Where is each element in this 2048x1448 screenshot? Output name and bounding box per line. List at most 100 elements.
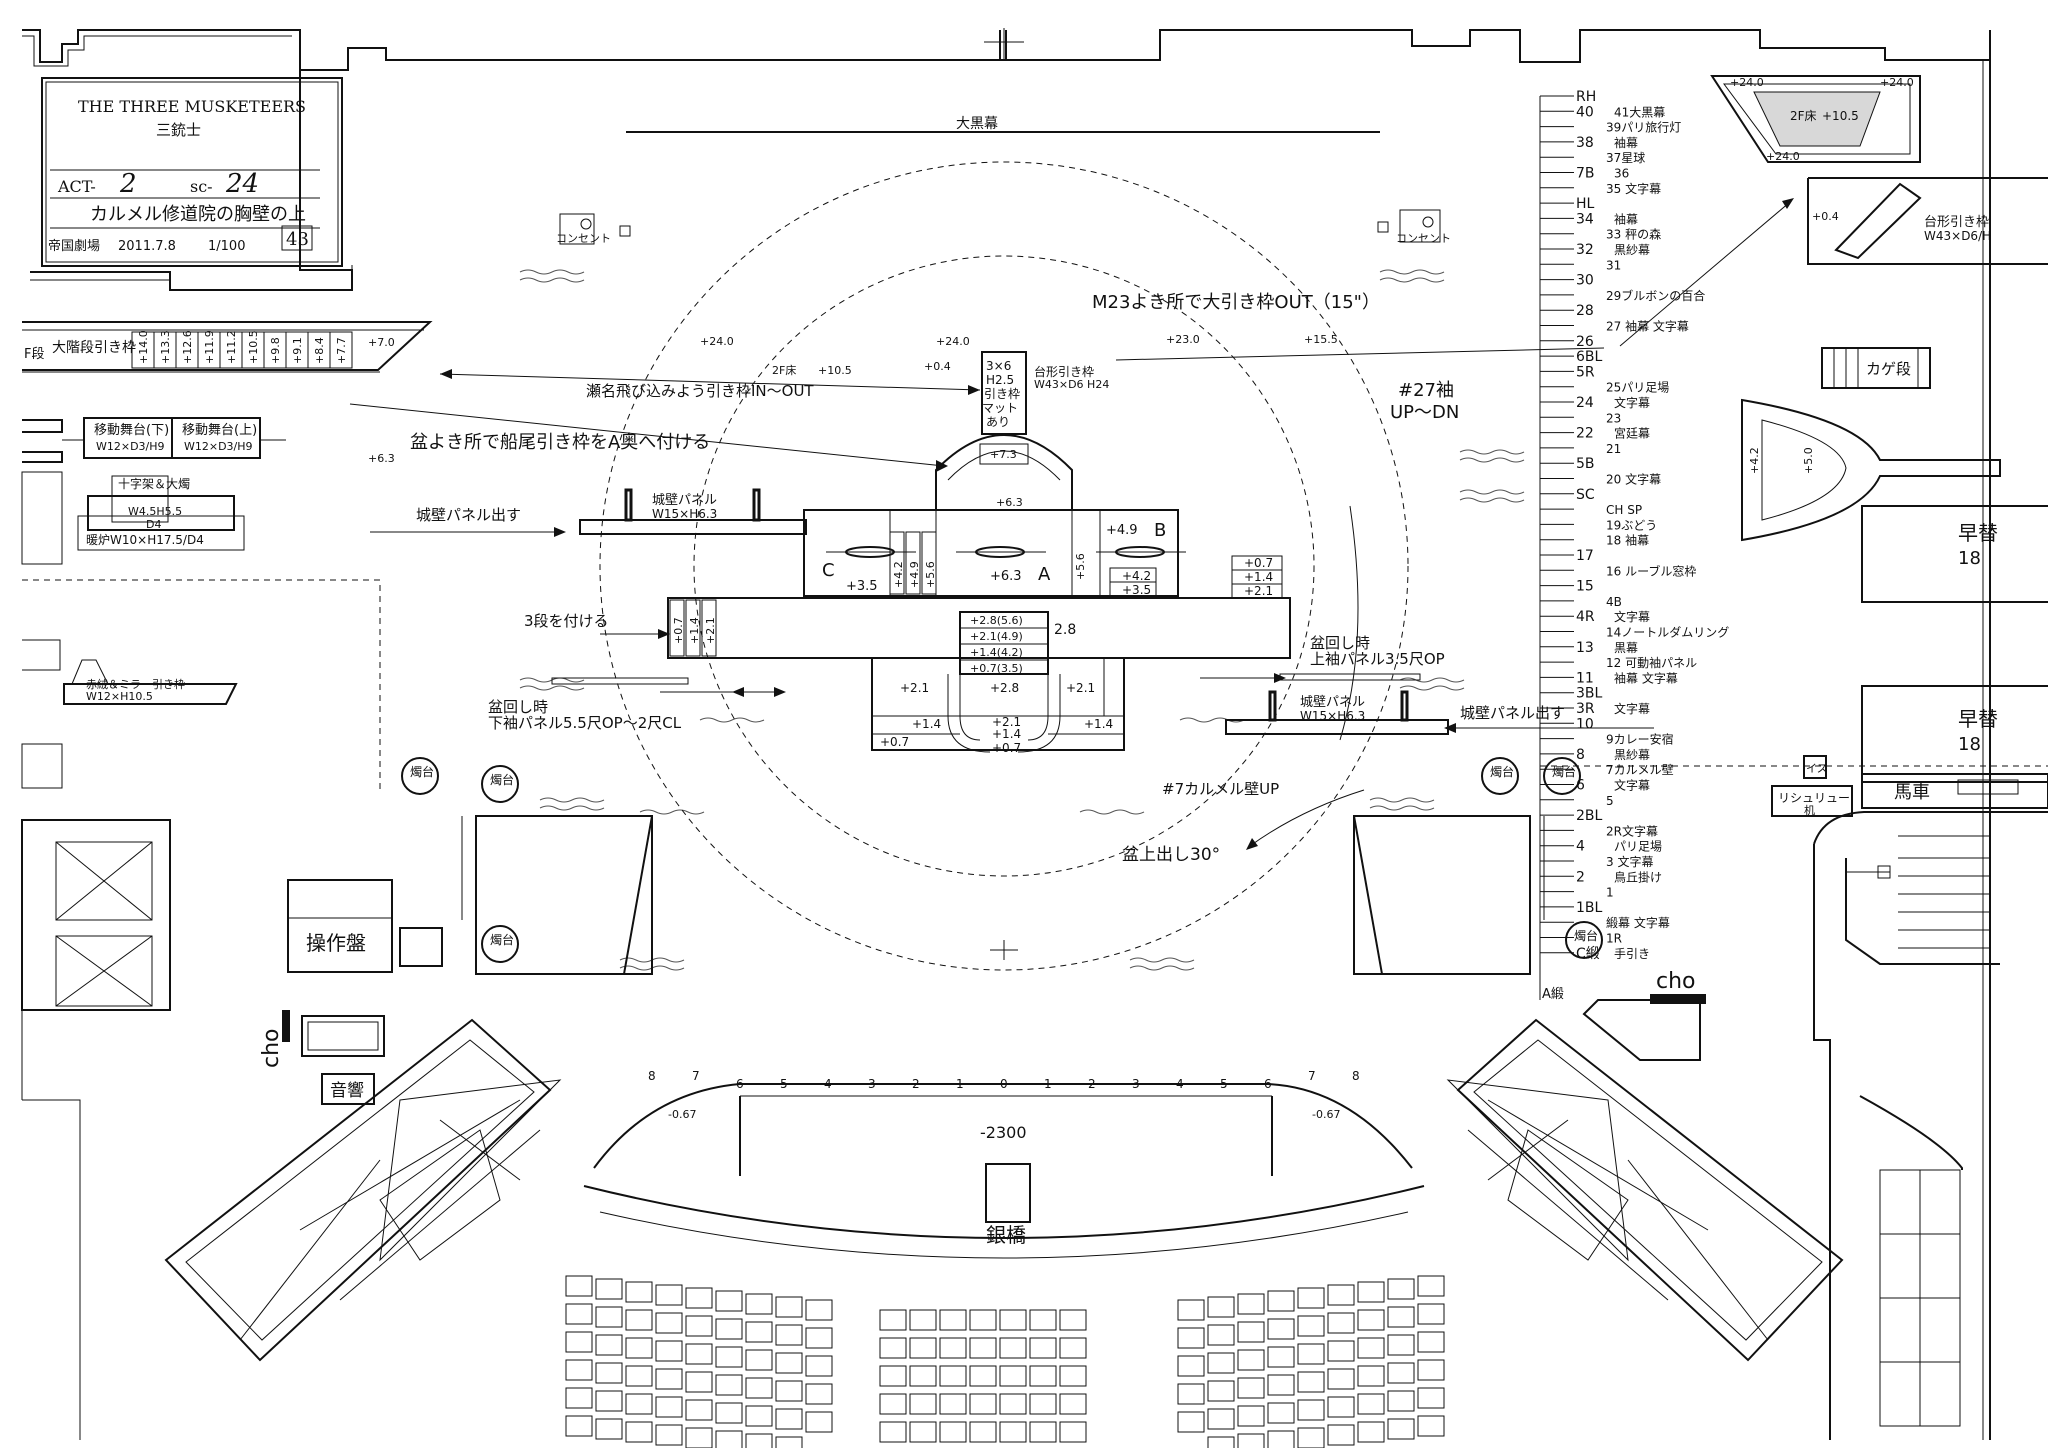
boat-prow: +4.2 +5.0	[1741, 398, 2001, 542]
red-carpet-mirror-frame: 赤絨＆ミラー引き枠 W12×H10.5	[21, 639, 238, 789]
fly-line-number: 40	[1576, 104, 1594, 120]
floor-2f-box: 2F床 +10.5 +24.0 +24.0 +24.0	[1710, 75, 1921, 163]
seat	[939, 1365, 967, 1387]
m23-note: M23よき所で大引き枠OUT（15"）	[1092, 292, 1380, 313]
big-black-curtain: 大黒幕	[626, 116, 1380, 133]
seat	[685, 1371, 713, 1393]
svg-text:W12×D3/H9: W12×D3/H9	[184, 440, 253, 453]
pit-number: 3	[868, 1077, 876, 1091]
fly-line-number: 15	[1576, 579, 1594, 595]
seat	[1267, 1430, 1295, 1448]
seat	[909, 1393, 937, 1415]
fly-line-number: 6BL	[1576, 349, 1603, 365]
fly-line-label: 文字幕	[1614, 701, 1650, 716]
seat	[1387, 1390, 1415, 1412]
fly-line-label: 23	[1606, 411, 1621, 425]
svg-text:+4.9: +4.9	[908, 561, 921, 588]
fly-line-number: 10	[1576, 716, 1594, 732]
fly-line-label: 36	[1614, 167, 1629, 181]
seat	[625, 1365, 653, 1387]
fly-line-label: 文字幕	[1614, 778, 1650, 793]
fly-line-label: 文字幕	[1614, 395, 1650, 410]
svg-text:+1.4: +1.4	[992, 727, 1021, 741]
svg-text:18: 18	[1958, 734, 1981, 755]
svg-text:+10.5: +10.5	[1822, 109, 1859, 123]
fly-line-number: 5B	[1576, 456, 1595, 472]
pit-number: 7	[1308, 1069, 1316, 1083]
seat	[1207, 1352, 1235, 1374]
seat	[655, 1424, 683, 1446]
scene-value: 24	[225, 169, 259, 199]
richelieu-desk-carriage: イス リシュリュー 机 馬車	[1540, 755, 2048, 817]
seat	[909, 1365, 937, 1387]
svg-text:+5.6: +5.6	[924, 561, 937, 588]
seat	[969, 1365, 997, 1387]
svg-text:早替: 早替	[1958, 707, 1998, 731]
seat	[1387, 1362, 1415, 1384]
fly-line-number: 5R	[1576, 364, 1595, 380]
svg-text:2F床: 2F床	[1790, 109, 1817, 123]
staircase-step	[329, 331, 353, 369]
seat	[655, 1312, 683, 1334]
scene-label: sc-	[190, 177, 213, 196]
seat	[1237, 1405, 1265, 1427]
sena-note: 瀬名飛び込みよう引き枠IN～OUT	[586, 382, 814, 400]
trapezoid-frame-right: +0.4 台形引き枠 W43×D6/H	[1807, 177, 2048, 265]
bon-lower-note-1: 盆回し時	[488, 698, 548, 716]
seat	[625, 1337, 653, 1359]
seat	[1357, 1281, 1385, 1303]
seat	[805, 1411, 833, 1433]
fly-line-number: 38	[1576, 135, 1594, 151]
pit-left-level: -0.67	[668, 1108, 696, 1121]
seat	[715, 1402, 743, 1424]
pit-number: 6	[1264, 1077, 1272, 1091]
seat	[715, 1318, 743, 1340]
fly-line-label: 12 可動袖パネル	[1606, 655, 1697, 670]
seat	[715, 1290, 743, 1312]
fly-line-number: 32	[1576, 242, 1594, 258]
fly-line-number: 13	[1576, 640, 1594, 656]
fly-line-label: 7カルメル壁	[1606, 762, 1674, 777]
seat	[1177, 1411, 1205, 1433]
seat	[1357, 1365, 1385, 1387]
svg-text:マット: マット	[982, 401, 1018, 415]
lighting-tower-right	[1446, 1018, 1844, 1362]
seat	[879, 1421, 907, 1443]
seat	[1237, 1433, 1265, 1448]
seat	[1327, 1368, 1355, 1390]
seat	[1387, 1334, 1415, 1356]
sleeve-27-move: UP～DN	[1390, 402, 1459, 423]
seat	[909, 1421, 937, 1443]
svg-text:+0.4: +0.4	[1812, 210, 1839, 223]
plan-date: 2011.7.8	[118, 239, 176, 254]
fly-line-number: 8	[1576, 747, 1585, 763]
seat	[655, 1368, 683, 1390]
fly-line-number: C緞	[1576, 946, 1600, 962]
svg-text:+0.4: +0.4	[924, 360, 951, 373]
three-steps-note: 3段を付ける	[524, 612, 609, 630]
seat	[745, 1405, 773, 1427]
seat	[685, 1399, 713, 1421]
moving-stages: 移動舞台(下) W12×D3/H9 移動舞台(上) W12×D3/H9	[22, 417, 286, 463]
seat	[775, 1380, 803, 1402]
pit-number: 5	[1220, 1077, 1228, 1091]
seat	[1177, 1383, 1205, 1405]
seat	[1267, 1374, 1295, 1396]
svg-text:+1.4: +1.4	[1084, 717, 1113, 731]
svg-text:移動舞台(上): 移動舞台(上)	[182, 423, 257, 438]
fly-line-label: 14ノートルダムリング	[1606, 625, 1729, 640]
seat	[1237, 1377, 1265, 1399]
svg-text:台形引き枠: 台形引き枠	[1034, 364, 1094, 379]
staircase-step-level: +11.9	[203, 330, 216, 364]
svg-text:燭台: 燭台	[490, 932, 514, 947]
seat	[1029, 1393, 1057, 1415]
fly-line-label: 黒幕	[1614, 641, 1638, 655]
seat	[715, 1430, 743, 1448]
seat	[1207, 1380, 1235, 1402]
big-staircase-frame: F段 大階段引き枠 +14.0+13.3+12.6+11.9+11.2+10.5…	[22, 321, 433, 373]
seat	[775, 1408, 803, 1430]
seat	[1267, 1346, 1295, 1368]
seat	[595, 1306, 623, 1328]
fly-line-label: 39パリ旅行灯	[1606, 121, 1681, 135]
svg-text:+15.5: +15.5	[1304, 333, 1338, 346]
